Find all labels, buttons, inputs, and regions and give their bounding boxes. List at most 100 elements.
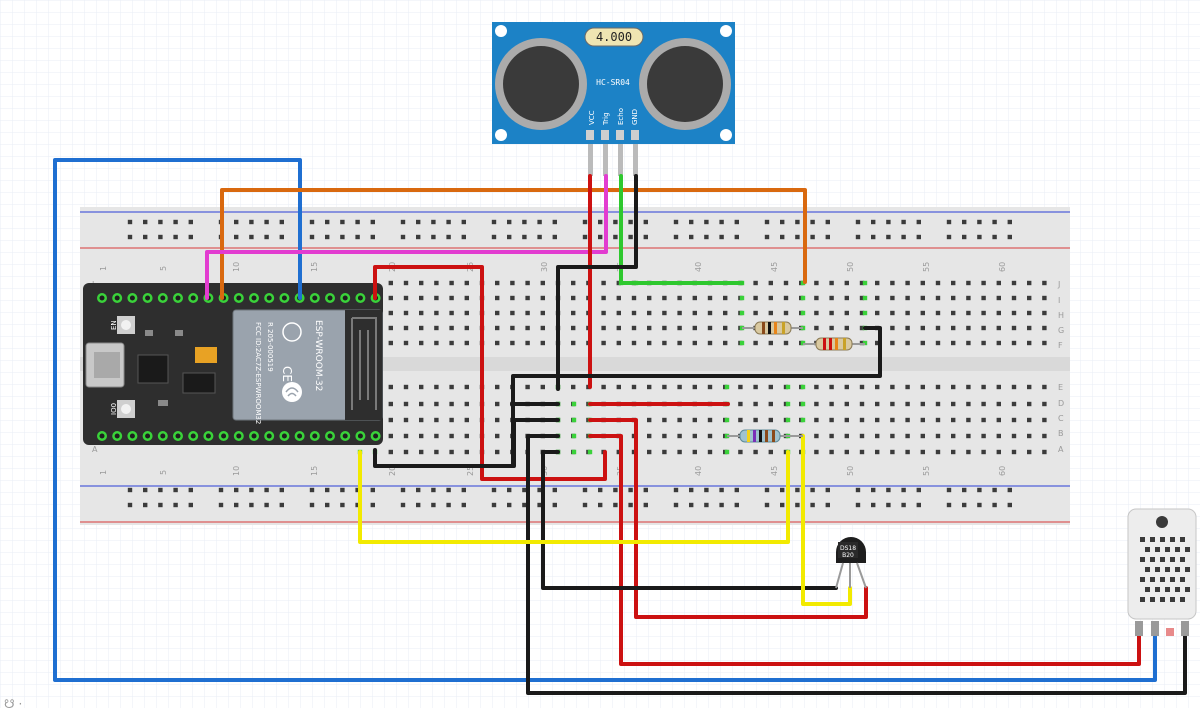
breadboard-hole (464, 449, 469, 455)
breadboard-hole (875, 449, 880, 455)
breadboard-hole (616, 340, 621, 346)
breadboard-hole (814, 433, 819, 439)
breadboard-hole (753, 310, 758, 316)
breadboard-hole (416, 219, 421, 225)
breadboard-hole (419, 340, 424, 346)
breadboard-hole (616, 384, 621, 390)
wire-black-dht-gnd[interactable] (526, 434, 1187, 695)
breadboard-hole (920, 340, 925, 346)
breadboard-hole (491, 234, 497, 240)
dht-humidity-sensor[interactable] (1127, 508, 1197, 636)
breadboard-hole (127, 234, 133, 240)
wire-blue-dht-data[interactable] (53, 158, 1157, 682)
breadboard-hole (966, 401, 971, 407)
col-number-bottom-10: 10 (232, 466, 241, 476)
breadboard-hole (962, 502, 967, 508)
hc-sr04-ultrasonic-sensor[interactable]: 4.000 HC-SR04 VCC Trig Echo GND (492, 22, 735, 176)
breadboard-hole (522, 487, 527, 493)
col-number-top-55: 55 (922, 262, 931, 272)
breadboard-hole (446, 219, 451, 225)
breadboard-hole (507, 234, 512, 240)
breadboard-hole (875, 384, 880, 390)
breadboard-hole (249, 219, 254, 225)
ds18b20-temperature-sensor[interactable]: DS18 B20 (835, 537, 867, 589)
breadboard-hole (431, 234, 436, 240)
wire-black-gnd-jumper[interactable] (512, 418, 560, 468)
breadboard-hole (495, 280, 500, 286)
breadboard-hole (662, 295, 667, 301)
col-number-bottom-20: 20 (388, 466, 397, 476)
wire-black-sensor-gnd[interactable] (556, 174, 638, 391)
wire-black-ds18b20-gnd[interactable] (541, 450, 838, 590)
pin-echo[interactable] (616, 130, 624, 140)
breadboard-hole (449, 449, 454, 455)
breadboard-hole (416, 502, 421, 508)
dht-pin-4[interactable] (1181, 621, 1189, 636)
breadboard-hole (935, 449, 941, 455)
dht-pin-3[interactable] (1166, 628, 1174, 636)
breadboard-hole (582, 487, 588, 493)
wire-green-echo-divider[interactable] (619, 174, 744, 285)
resistor-3[interactable] (727, 429, 803, 443)
wire-magenta-trig[interactable] (205, 174, 608, 300)
breadboard-hole (890, 449, 895, 455)
breadboard-hole (829, 433, 834, 439)
io0-button[interactable] (121, 404, 131, 414)
breadboard-hole (507, 502, 512, 508)
breadboard-hole (571, 384, 576, 390)
pin-vcc[interactable] (586, 130, 594, 140)
pin-gnd[interactable] (631, 130, 639, 140)
dht-pin-2[interactable] (1151, 621, 1159, 636)
breadboard-hole (643, 502, 648, 508)
dht-grille-slot (1140, 597, 1145, 602)
breadboard-hole (1011, 417, 1017, 423)
breadboard-hole (855, 234, 861, 240)
pin-trig[interactable] (601, 130, 609, 140)
resistor-3-band-5 (772, 430, 775, 442)
breadboard-hole (461, 502, 466, 508)
resistor-2[interactable] (803, 337, 865, 351)
resistor-3-band-4 (765, 430, 768, 442)
breadboard-hole (966, 325, 971, 331)
breadboard-hole (768, 449, 773, 455)
breadboard-hole (689, 487, 694, 493)
breadboard-hole (355, 219, 360, 225)
wire-black-esp-gnd[interactable] (373, 326, 882, 468)
breadboard-hole (825, 234, 830, 240)
breadboard-hole (495, 401, 500, 407)
wire-red-esp-3v3[interactable] (373, 265, 607, 481)
resistor-2-band-3 (835, 338, 838, 350)
wire-red-dht-vcc[interactable] (588, 434, 1141, 666)
row-label-b-right: B (1058, 429, 1064, 438)
breadboard-hole (724, 384, 730, 390)
breadboard-hole (464, 340, 469, 346)
breadboard-hole (495, 310, 500, 316)
en-button[interactable] (121, 320, 131, 330)
breadboard-hole (419, 417, 424, 423)
dht-grille-slot (1155, 567, 1160, 572)
breadboard-hole (449, 280, 454, 286)
dht-pin-1[interactable] (1135, 621, 1143, 636)
esp32-pin-hole (373, 433, 379, 439)
breadboard-hole (1007, 234, 1012, 240)
breadboard-hole (844, 401, 849, 407)
breadboard-hole (309, 487, 315, 493)
breadboard-hole (946, 502, 952, 508)
col-number-top-40: 40 (694, 262, 703, 272)
breadboard-hole (859, 384, 865, 390)
wire-yellow-onewire[interactable] (358, 450, 790, 544)
breadboard-hole (966, 417, 971, 423)
breadboard-hole (905, 325, 910, 331)
breadboard-hole (434, 325, 439, 331)
col-number-bottom-1: 1 (99, 470, 108, 475)
wire-yellow-ds18b20-data[interactable] (801, 434, 852, 606)
io0-button-label: IO0 (110, 403, 118, 415)
breadboard-hole (1042, 310, 1047, 316)
wire-red-ds18b20-vcc[interactable] (588, 418, 868, 619)
breadboard-hole (905, 384, 910, 390)
breadboard-hole (1027, 280, 1032, 286)
breadboard-hole (966, 295, 971, 301)
resistor-1[interactable] (742, 321, 803, 335)
wire-orange-echo[interactable] (220, 188, 807, 300)
esp32-devkit-board[interactable]: EN IO0 ESP-WROOM-32 FCC ID:2AC7Z-ESPWROO… (83, 283, 383, 445)
